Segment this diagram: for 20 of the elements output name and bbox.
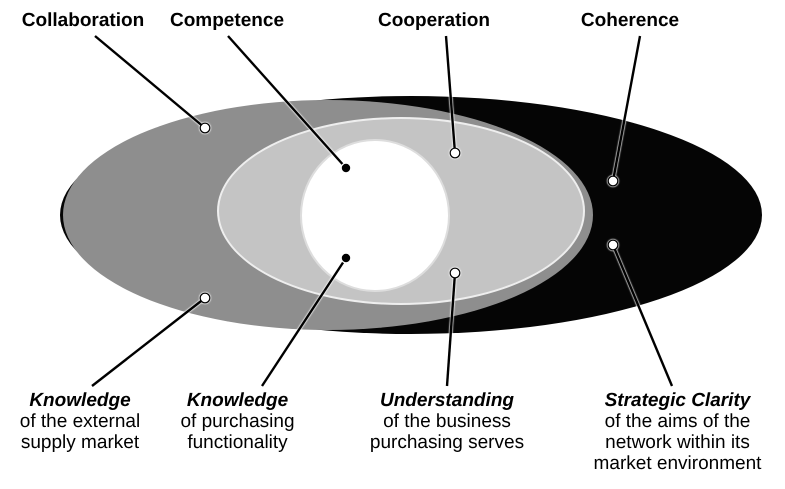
label-heading: Knowledge [186,390,290,411]
leader-line [91,292,210,387]
leader-line [261,252,352,387]
label-heading: Strategic Clarity [604,390,752,411]
label-description: of the business purchasing serves [368,411,526,453]
label-description: of the external supply market [18,411,142,453]
concept-label: Cooperation [375,10,493,31]
leader-line [608,36,642,186]
label-description: of purchasing functionality [179,411,296,453]
concept-label: Competence [162,10,292,31]
concept-label: Collaboration [8,10,158,31]
leader-line [444,36,460,158]
label-heading: Understanding [378,390,516,411]
leader-line [94,35,210,134]
concept-label: Coherence [575,10,685,31]
leader-line [227,35,352,174]
leader-line [446,268,460,386]
label-heading: Knowledge [28,390,132,411]
leader-line [608,240,674,386]
label-description: of the aims of the network within its market environment [592,411,762,474]
